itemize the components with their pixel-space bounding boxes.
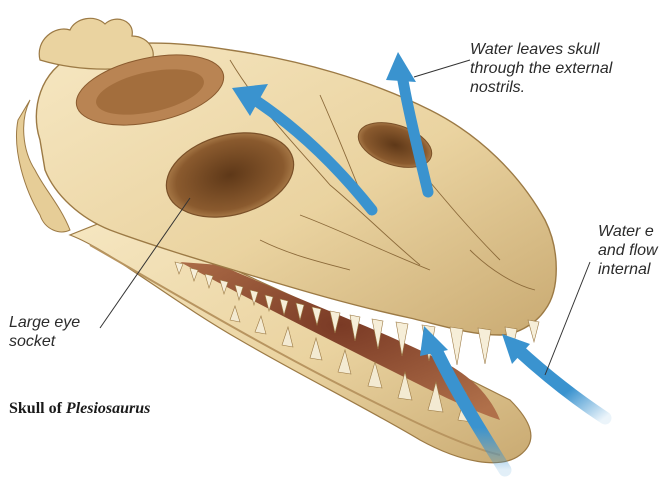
label-water-enters: Water e and flow internal <box>598 222 658 279</box>
label-water-leaves-line1: Water leaves skull <box>470 40 612 59</box>
label-eye-socket-line1: Large eye <box>9 313 80 332</box>
label-eye-socket-line2: socket <box>9 332 80 351</box>
leader-line-water-leaves <box>414 60 470 77</box>
figure-caption: Skull of Plesiosaurus <box>9 400 150 418</box>
label-water-leaves-line3: nostrils. <box>470 78 612 97</box>
label-water-enters-line1: Water e <box>598 222 658 241</box>
caption-prefix: Skull of <box>9 400 66 417</box>
label-water-enters-line3: internal <box>598 260 658 279</box>
caption-genus: Plesiosaurus <box>66 400 150 417</box>
label-water-leaves-line2: through the external <box>470 59 612 78</box>
label-water-leaves: Water leaves skull through the external … <box>470 40 612 97</box>
label-eye-socket: Large eye socket <box>9 313 80 351</box>
label-water-enters-line2: and flow <box>598 241 658 260</box>
arrow-water-enters-right <box>516 348 605 418</box>
